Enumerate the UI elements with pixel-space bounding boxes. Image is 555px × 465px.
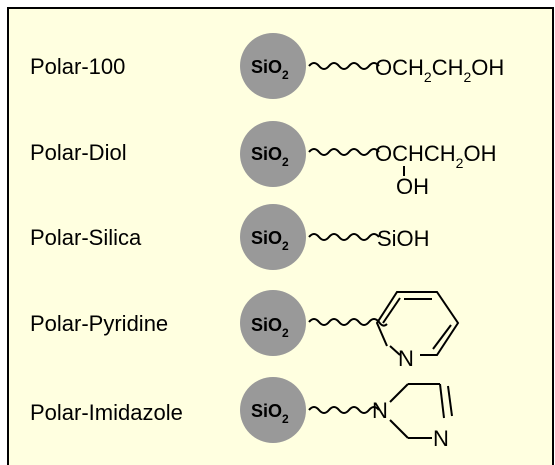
svg-text:SiO2: SiO2	[251, 315, 289, 340]
functional-group: OCHCH2OH	[375, 141, 496, 171]
alkyl-linker	[308, 62, 380, 70]
svg-text:SiO2: SiO2	[251, 144, 289, 169]
alkyl-linker	[308, 406, 380, 414]
ring-nitrogen-1: N	[372, 398, 388, 423]
phase-label: Polar-Diol	[30, 140, 127, 165]
silica-sphere: SiO2	[240, 33, 306, 99]
row-polar-silica: Polar-Silica SiO2 SiOH	[30, 204, 430, 270]
support-label: SiO	[251, 228, 282, 248]
support-subscript: 2	[282, 326, 289, 340]
svg-text:SiO2: SiO2	[251, 228, 289, 253]
support-subscript: 2	[282, 155, 289, 169]
alkyl-linker	[308, 148, 380, 156]
ring-nitrogen: N	[398, 346, 414, 371]
row-polar-imidazole: Polar-Imidazole SiO2 N N	[30, 377, 453, 451]
functional-group: OCH2CH2OH	[375, 55, 504, 85]
svg-text:SiO2: SiO2	[251, 401, 289, 426]
support-label: SiO	[251, 144, 282, 164]
support-label: SiO	[251, 401, 282, 421]
row-polar-pyridine: Polar-Pyridine SiO2 N	[30, 290, 460, 371]
silica-sphere: SiO2	[240, 377, 306, 443]
support-subscript: 2	[282, 239, 289, 253]
silica-sphere: SiO2	[240, 290, 306, 356]
pyridine-ring: N	[375, 291, 460, 371]
alkyl-linker	[308, 318, 388, 327]
phase-label: Polar-Imidazole	[30, 400, 183, 425]
pendant-hydroxyl: OH	[396, 174, 429, 199]
row-polar-100: Polar-100 SiO2 OCH2CH2OH	[30, 33, 504, 99]
imidazoline-ring: N N	[372, 383, 453, 451]
phase-label: Polar-100	[30, 54, 125, 79]
ring-nitrogen-2: N	[433, 426, 449, 451]
alkyl-linker	[308, 233, 380, 241]
row-polar-diol: Polar-Diol SiO2 OCHCH2OH OH	[30, 121, 496, 199]
support-label: SiO	[251, 315, 282, 335]
svg-text:SiO2: SiO2	[251, 57, 289, 82]
support-label: SiO	[251, 57, 282, 77]
functional-group: SiOH	[377, 226, 430, 251]
phase-label: Polar-Pyridine	[30, 311, 168, 336]
silica-sphere: SiO2	[240, 204, 306, 270]
support-subscript: 2	[282, 68, 289, 82]
phase-label: Polar-Silica	[30, 225, 142, 250]
support-subscript: 2	[282, 412, 289, 426]
silica-sphere: SiO2	[240, 121, 306, 187]
